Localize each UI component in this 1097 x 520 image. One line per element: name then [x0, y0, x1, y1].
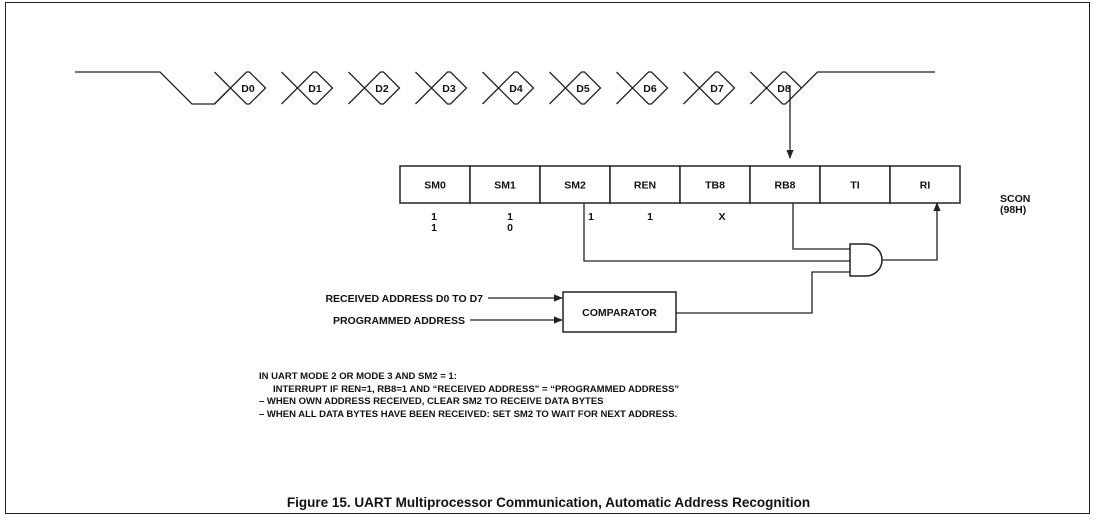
comparator-label: COMPARATOR — [582, 307, 657, 319]
waveform-bit-label: D3 — [442, 83, 456, 95]
register-cell-tb8: TB8 — [679, 165, 751, 204]
waveform-bit-d7: D7 — [683, 71, 736, 105]
waveform-bit-d8: D8 — [750, 71, 803, 105]
bit-value-row1: 1 — [647, 211, 653, 223]
register-cell-label: RB8 — [774, 180, 795, 192]
comparator-to-and-line — [676, 271, 850, 314]
rb8-to-and-line — [792, 203, 850, 250]
register-cell-label: RI — [920, 180, 931, 192]
waveform-bit-label: D5 — [576, 83, 590, 95]
waveform-bit-label: D4 — [509, 83, 523, 95]
register-cell-sm2: SM2 — [539, 165, 611, 204]
register-address: (98H) — [1000, 204, 1026, 216]
figure-frame — [5, 2, 1090, 514]
scon-register: SM0 SM1 SM2 REN TB8 RB8 TI RI — [399, 165, 961, 204]
waveform-end — [801, 71, 935, 89]
comparator-box — [562, 291, 677, 333]
and-gate — [849, 243, 883, 277]
register-cell-label: REN — [634, 180, 656, 192]
register-cell-ti: TI — [819, 165, 891, 204]
note-line: – WHEN ALL DATA BYTES HAVE BEEN RECEIVED… — [259, 408, 678, 420]
register-cell-label: TB8 — [705, 180, 725, 192]
register-cell-ri: RI — [889, 165, 961, 204]
sm2-to-and-line — [583, 203, 850, 262]
register-cell-sm1: SM1 — [469, 165, 541, 204]
waveform-bit-d0: D0 — [214, 71, 267, 105]
register-name: SCON — [1000, 193, 1030, 205]
register-cell-ren: REN — [609, 165, 681, 204]
bit-value-row1: 1 — [507, 211, 513, 223]
waveform-bit-d2: D2 — [348, 71, 401, 105]
bit-value-row2: 0 — [507, 222, 513, 234]
notes: IN UART MODE 2 OR MODE 3 AND SM2 = 1: IN… — [259, 371, 679, 421]
waveform-bit-label: D8 — [777, 83, 791, 95]
register-cell-sm0: SM0 — [399, 165, 471, 204]
note-line: INTERRUPT IF REN=1, RB8=1 AND “RECEIVED … — [273, 383, 680, 395]
register-cell-label: SM2 — [564, 180, 586, 192]
register-cell-label: TI — [850, 180, 859, 192]
waveform-start — [75, 71, 231, 105]
waveform-bit-label: D1 — [308, 83, 322, 95]
waveform-bit-d1: D1 — [281, 71, 334, 105]
bit-value-row2: 1 — [431, 222, 437, 234]
waveform-bit-label: D7 — [710, 83, 724, 95]
received-address-label: RECEIVED ADDRESS D0 TO D7 — [325, 293, 483, 305]
figure-caption: Figure 15. UART Multiprocessor Communica… — [286, 495, 811, 510]
waveform-bit-label: D0 — [241, 83, 255, 95]
register-cell-label: SM0 — [424, 180, 446, 192]
waveform-bit-d3: D3 — [415, 71, 468, 105]
and-to-ri-line — [882, 202, 941, 261]
waveform-bit-label: D2 — [375, 83, 389, 95]
waveform-bit-d6: D6 — [616, 71, 669, 105]
register-cell-label: SM1 — [494, 180, 516, 192]
serial-waveform: D0 D1 D2 D3 D4 D5 D6 D7 D8 — [75, 71, 935, 105]
note-line: – WHEN OWN ADDRESS RECEIVED, CLEAR SM2 T… — [259, 396, 604, 407]
waveform-bit-label: D6 — [643, 83, 657, 95]
bit-value-row1: X — [718, 211, 725, 223]
waveform-bit-d4: D4 — [482, 71, 535, 105]
bit-value-row1: 1 — [588, 211, 594, 223]
register-cell-rb8: RB8 — [749, 165, 821, 204]
bit-value-row1: 1 — [431, 211, 437, 223]
waveform-bit-d5: D5 — [549, 71, 602, 105]
programmed-address-label: PROGRAMMED ADDRESS — [333, 315, 465, 327]
note-line: IN UART MODE 2 OR MODE 3 AND SM2 = 1: — [259, 371, 457, 382]
